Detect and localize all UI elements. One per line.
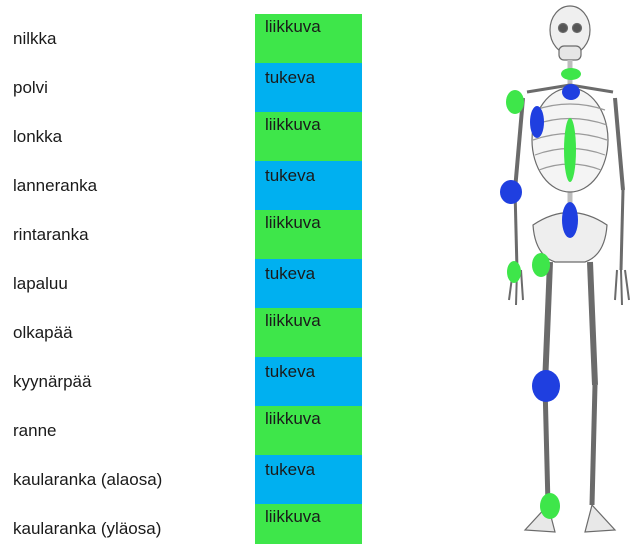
joint-marker-thoracic-spine (564, 118, 576, 182)
eye-socket-right (573, 24, 582, 33)
eye-socket-left (559, 24, 568, 33)
joint-marker-elbow (500, 180, 522, 204)
forearm-right (621, 190, 623, 270)
joint-type-cell: tukeva (255, 161, 362, 210)
joint-marker-wrist (507, 261, 521, 283)
joint-label: kaularanka (yläosa) (13, 504, 161, 544)
joint-type-cell: liikkuva (255, 504, 362, 544)
joint-marker-shoulder (506, 90, 524, 114)
joint-label: lapaluu (13, 259, 68, 308)
joint-type-cell: liikkuva (255, 112, 362, 161)
jaw (559, 46, 581, 60)
joint-label: lonkka (13, 112, 62, 161)
joint-type-cell: liikkuva (255, 406, 362, 455)
joint-label: lanneranka (13, 161, 97, 210)
joint-label: kaularanka (alaosa) (13, 455, 162, 504)
joint-marker-neck-upper (561, 68, 581, 80)
humerus-right (615, 98, 623, 190)
joint-marker-scapula (530, 106, 544, 138)
foot-right (585, 505, 615, 532)
joint-label: nilkka (13, 14, 56, 63)
joint-type-cell: liikkuva (255, 308, 362, 357)
joint-marker-knee (532, 370, 560, 402)
joint-label: polvi (13, 63, 48, 112)
joint-type-cell: tukeva (255, 63, 362, 112)
femur-left (545, 262, 550, 385)
joint-marker-lumbar-spine (562, 202, 578, 238)
femur-right (590, 262, 595, 385)
joint-type-cell: liikkuva (255, 210, 362, 259)
joint-type-cell: tukeva (255, 357, 362, 406)
hand-right (615, 270, 629, 305)
skeleton-illustration (495, 0, 635, 544)
joint-label: ranne (13, 406, 56, 455)
joint-marker-hip (532, 253, 550, 277)
tibia-left (545, 385, 548, 505)
joint-label: kyynärpää (13, 357, 91, 406)
joint-type-cell: liikkuva (255, 14, 362, 63)
joint-marker-neck-lower (562, 84, 580, 100)
joint-label: rintaranka (13, 210, 89, 259)
joint-type-cell: tukeva (255, 455, 362, 504)
joint-type-cell: tukeva (255, 259, 362, 308)
joint-label: olkapää (13, 308, 73, 357)
tibia-right (592, 385, 595, 505)
joint-marker-ankle (540, 493, 560, 519)
